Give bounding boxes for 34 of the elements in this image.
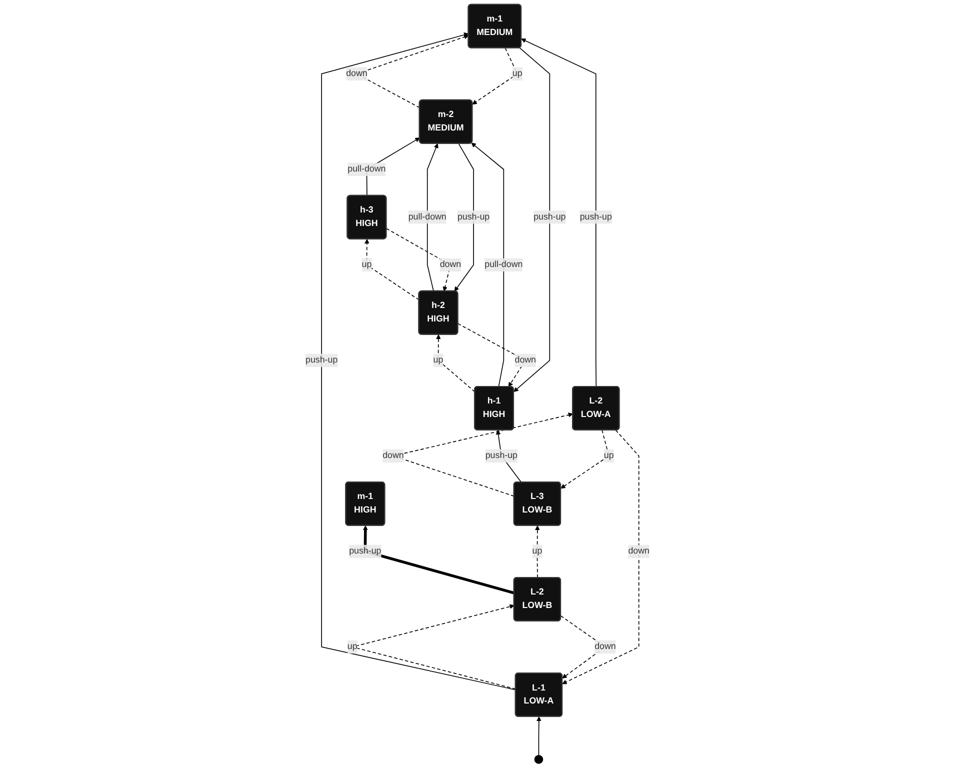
edge-label: push-up bbox=[534, 212, 566, 222]
edge-label: push-up bbox=[485, 450, 518, 460]
arrow bbox=[436, 334, 476, 392]
arrow bbox=[471, 142, 504, 388]
arrow bbox=[514, 47, 550, 392]
arrow bbox=[536, 716, 542, 756]
edge-label: up bbox=[532, 546, 542, 556]
edge-label: up bbox=[347, 642, 358, 652]
edge-label: push-up bbox=[457, 212, 490, 222]
arrow bbox=[562, 430, 640, 684]
edge-label: down bbox=[382, 450, 404, 460]
node-circle bbox=[534, 754, 544, 764]
arrow bbox=[560, 430, 610, 489]
edge-label: up bbox=[604, 450, 614, 460]
edge-label: pull-down bbox=[484, 260, 523, 270]
edge-label: up bbox=[362, 260, 372, 270]
edge-label: down bbox=[628, 546, 650, 556]
edge-label: pull-down bbox=[348, 164, 386, 174]
arrow bbox=[426, 143, 438, 292]
edge-label: down bbox=[346, 68, 368, 78]
edge-label: up bbox=[433, 355, 444, 365]
arrow bbox=[386, 228, 451, 292]
edge-label: down bbox=[514, 355, 536, 365]
edge-label: pull-down bbox=[408, 212, 446, 222]
edge-label: down bbox=[440, 260, 462, 270]
arrow bbox=[454, 143, 474, 292]
edge-label: push-up bbox=[349, 546, 382, 556]
edge-label: push-up bbox=[580, 212, 612, 222]
arrow bbox=[534, 525, 540, 578]
edge-label: down bbox=[594, 642, 616, 652]
edge-label: up bbox=[512, 68, 522, 78]
arrow bbox=[521, 38, 597, 388]
edge-label: push-up bbox=[306, 355, 338, 365]
arrow bbox=[364, 238, 420, 300]
